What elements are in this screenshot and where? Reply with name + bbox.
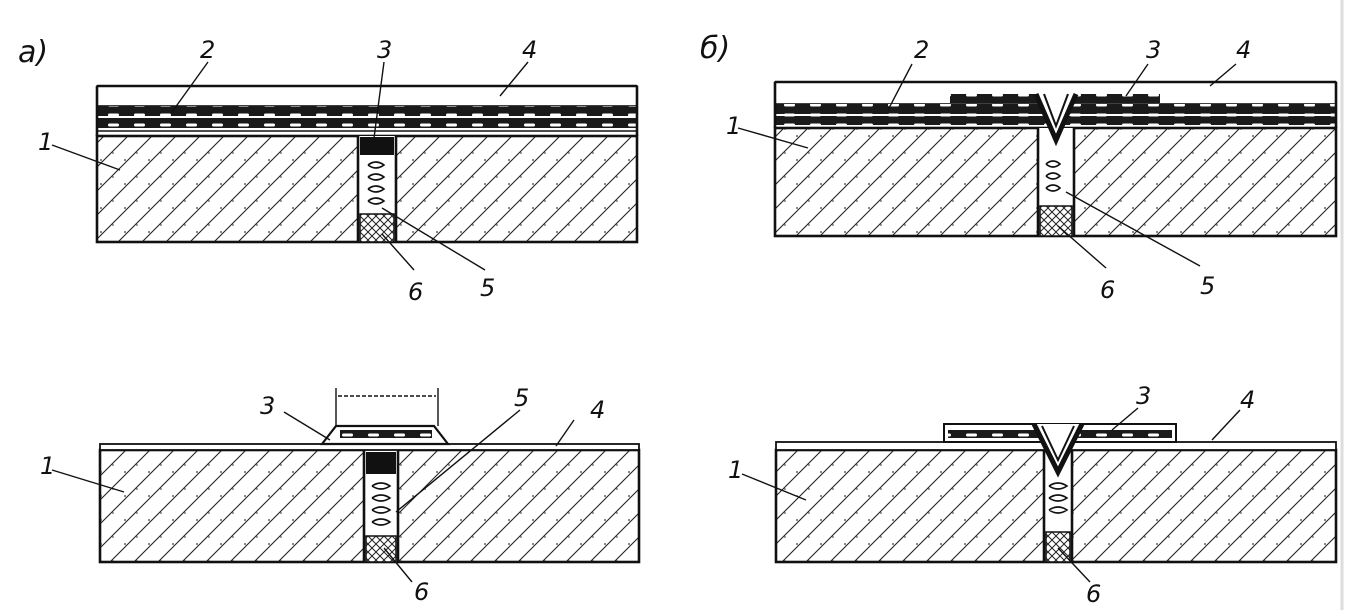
label-2: 2: [914, 36, 929, 64]
concrete-slab-left: [776, 450, 1044, 562]
label-3: 3: [1146, 36, 1161, 64]
concrete-slab-left: [775, 128, 1038, 236]
label-1: 1: [726, 112, 741, 140]
panel-a-top: а) 1 2 3 4 5 6: [18, 35, 639, 306]
mastic-seal: [360, 137, 394, 155]
felt-layer-2: [97, 118, 637, 128]
wooden-plank: [1045, 531, 1071, 563]
concrete-slab-left: [97, 136, 358, 242]
label-1: 1: [40, 452, 55, 480]
wooden-plank: [365, 535, 397, 563]
spiral-insulation: [371, 482, 392, 526]
panel-b-bottom: 1 3 4 6: [728, 382, 1338, 608]
concrete-slab-left: [100, 450, 364, 562]
mastic-seal: [366, 452, 396, 474]
label-4: 4: [590, 396, 605, 424]
label-5: 5: [480, 274, 495, 302]
label-1: 1: [728, 456, 743, 484]
panel-a-bottom: 1 3 5 4 6: [40, 384, 641, 606]
concrete-slab-right: [1074, 128, 1336, 236]
wooden-plank: [359, 213, 395, 243]
label-3: 3: [260, 392, 275, 420]
panel-letter-a: а): [18, 35, 48, 70]
label-3: 3: [1136, 382, 1151, 410]
patch-felt: [340, 430, 432, 438]
label-6: 6: [1100, 276, 1115, 304]
label-1: 1: [38, 128, 53, 156]
spiral-insulation: [367, 161, 386, 205]
label-5: 5: [1200, 272, 1215, 300]
label-4: 4: [1240, 386, 1255, 414]
panel-b-top: б) 1 2 3 4 5 6: [700, 31, 1338, 304]
label-3: 3: [377, 36, 392, 64]
label-6: 6: [408, 278, 423, 306]
concrete-slab-right: [1072, 450, 1336, 562]
spiral-insulation: [1045, 160, 1062, 192]
panel-letter-b: б): [700, 31, 730, 66]
label-2: 2: [200, 36, 215, 64]
felt-layer-1: [97, 106, 637, 116]
v-compensator: [1033, 93, 1079, 147]
label-4: 4: [522, 36, 537, 64]
label-5: 5: [514, 384, 529, 412]
label-6: 6: [414, 578, 429, 606]
concrete-slab-right: [398, 450, 639, 562]
spiral-insulation: [1048, 482, 1069, 514]
wooden-plank: [1039, 205, 1073, 237]
concrete-slab-right: [396, 136, 637, 242]
label-4: 4: [1236, 36, 1251, 64]
label-6: 6: [1086, 580, 1101, 608]
